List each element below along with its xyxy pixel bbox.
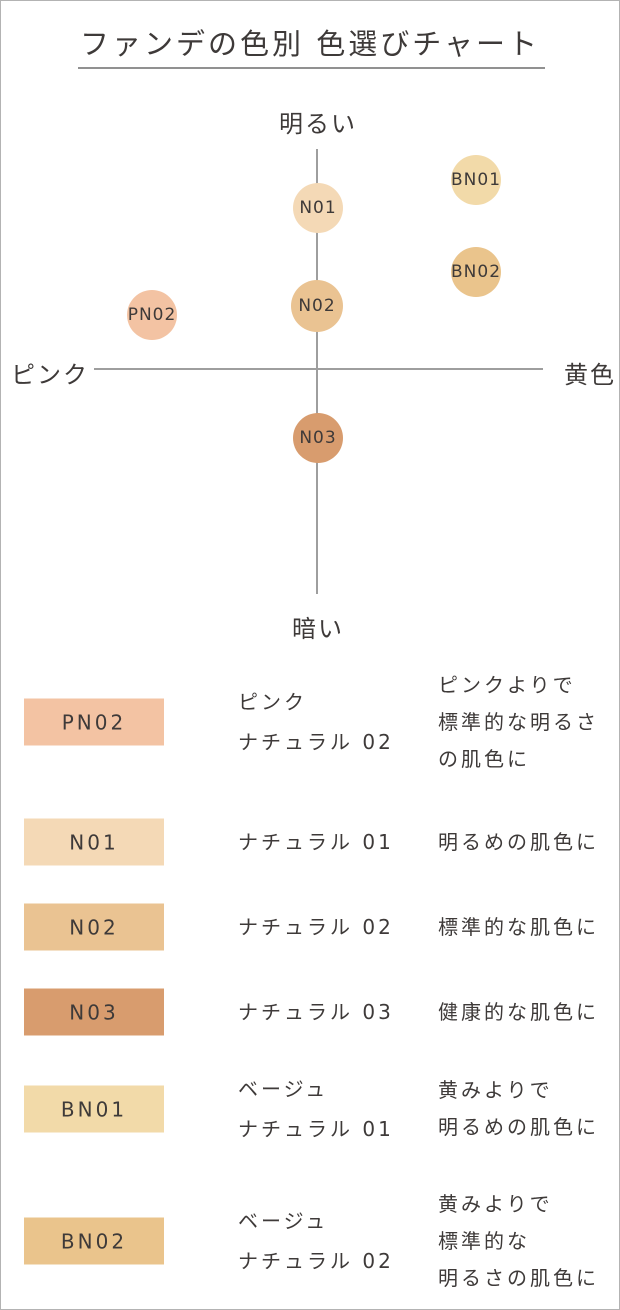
shade-description: ピンクよりで 標準的な明るさ の肌色に	[438, 672, 599, 771]
legend-row-pn02: PN02 ピンク ナチュラル 02 ピンクよりで 標準的な明るさ の肌色に	[1, 672, 619, 772]
shade-name: ナチュラル 01	[238, 830, 394, 854]
swatch-code: BN01	[60, 1097, 128, 1121]
shade-scatter-chart: 明るい 暗い ピンク 黄色 N01 BN01 BN02 N02 PN02 N03	[1, 1, 619, 661]
axis-label-pink: ピンク	[11, 361, 89, 389]
chart-point-n01: N01	[293, 183, 343, 233]
color-swatch-n03: N03	[24, 988, 164, 1036]
chart-point-n02: N02	[291, 280, 343, 332]
shade-description: 明るめの肌色に	[438, 829, 599, 854]
legend-row-n03: N03 ナチュラル 03 健康的な肌色に	[1, 962, 619, 1062]
legend-row-bn02: BN02 ベージュ ナチュラル 02 黄みよりで 標準的な 明るさの肌色に	[1, 1191, 619, 1291]
shade-name: ピンク ナチュラル 02	[238, 690, 394, 754]
shade-name: ナチュラル 03	[238, 1000, 394, 1024]
vertical-axis-line	[316, 149, 318, 594]
shade-name: ベージュ ナチュラル 02	[238, 1209, 394, 1273]
color-swatch-bn02: BN02	[24, 1217, 164, 1265]
legend-row-n02: N02 ナチュラル 02 標準的な肌色に	[1, 877, 619, 977]
title-underline	[78, 67, 545, 69]
chart-point-bn02: BN02	[451, 247, 501, 297]
color-swatch-pn02: PN02	[24, 698, 164, 746]
chart-point-pn02: PN02	[127, 290, 177, 340]
chart-point-label: BN01	[451, 170, 502, 190]
shade-description: 健康的な肌色に	[438, 999, 599, 1024]
color-swatch-bn01: BN01	[24, 1085, 164, 1133]
legend-row-n01: N01 ナチュラル 01 明るめの肌色に	[1, 792, 619, 892]
shade-name: ベージュ ナチュラル 01	[238, 1077, 394, 1141]
color-swatch-n01: N01	[24, 818, 164, 866]
shade-description: 黄みよりで 標準的な 明るさの肌色に	[438, 1191, 599, 1290]
color-swatch-n02: N02	[24, 903, 164, 951]
shade-description: 黄みよりで 明るめの肌色に	[438, 1078, 599, 1139]
swatch-code: PN02	[61, 710, 127, 734]
shade-name: ナチュラル 02	[238, 915, 394, 939]
page-title: ファンデの色別 色選びチャート	[80, 27, 540, 61]
axis-label-yellow: 黄色	[564, 361, 616, 389]
chart-point-label: PN02	[127, 305, 177, 325]
axis-label-bright: 明るい	[279, 110, 357, 138]
legend-row-bn01: BN01 ベージュ ナチュラル 01 黄みよりで 明るめの肌色に	[1, 1059, 619, 1159]
chart-point-label: N02	[298, 296, 336, 316]
chart-point-label: N03	[299, 428, 337, 448]
swatch-code: N02	[69, 915, 119, 939]
chart-point-bn01: BN01	[451, 155, 501, 205]
chart-point-n03: N03	[293, 413, 343, 463]
shade-description: 標準的な肌色に	[438, 914, 599, 939]
swatch-code: N01	[69, 830, 119, 854]
swatch-code: N03	[69, 1000, 119, 1024]
axis-label-dark: 暗い	[292, 615, 344, 643]
horizontal-axis-line	[94, 368, 543, 370]
chart-point-label: N01	[299, 198, 337, 218]
swatch-code: BN02	[60, 1229, 128, 1253]
chart-point-label: BN02	[451, 262, 502, 282]
